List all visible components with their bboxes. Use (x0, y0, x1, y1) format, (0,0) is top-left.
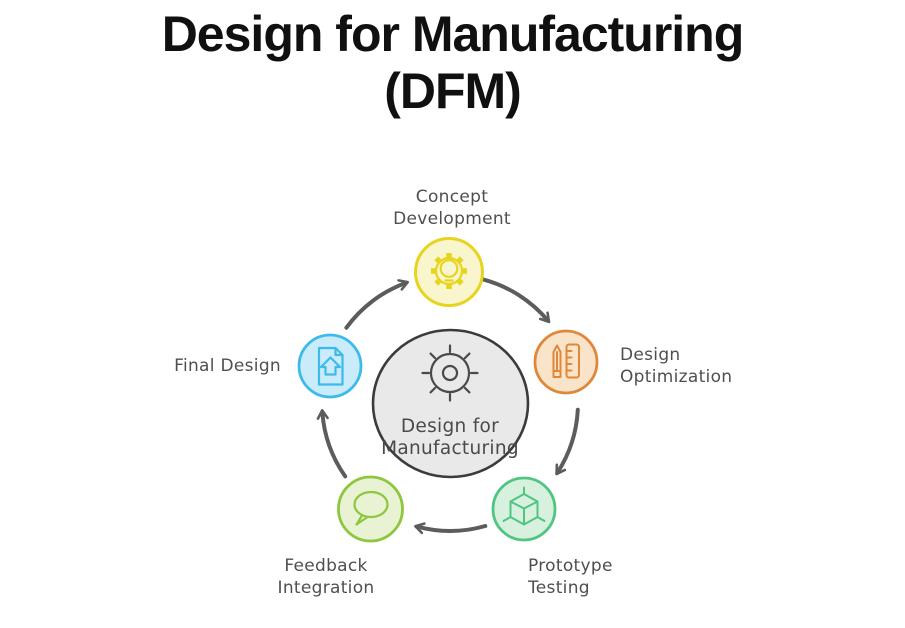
sun-gear-icon (421, 344, 479, 402)
feedback-integration-label: Feedback Integration (278, 556, 375, 599)
arrow-feedback-to-final-design (316, 409, 348, 479)
label-line: Optimization (620, 366, 733, 387)
concept-development-label: Concept Development (393, 187, 511, 230)
label-line: Design (620, 345, 681, 365)
design-optimization-label: Design Optimization (620, 345, 732, 388)
arrow-concept-to-optimization (481, 277, 551, 324)
arrow-final-design-to-concept (344, 279, 409, 330)
node-concept-development (414, 237, 484, 307)
label-line: Development (393, 208, 511, 229)
center-node-label: Design for Manufacturing (381, 416, 519, 460)
3d-cube-icon (502, 486, 546, 526)
label-line: Final Design (174, 356, 281, 376)
cycle-arrows (316, 277, 580, 535)
final-design-label: Final Design (174, 356, 281, 378)
label-line: Design for (400, 416, 500, 437)
center-node (371, 328, 530, 479)
speech-bubble-icon (353, 490, 389, 526)
gear-lightbulb-icon (431, 253, 467, 289)
final-design-circle (297, 333, 363, 399)
pencil-ruler-icon (552, 343, 580, 379)
feedback-integration-circle (337, 475, 404, 543)
node-prototype-testing (491, 476, 557, 542)
page-title-line1: Design for Manufacturing (161, 6, 745, 62)
center-circle (371, 328, 530, 479)
label-line: Feedback (284, 556, 368, 576)
label-line: Prototype (528, 556, 613, 576)
node-final-design (297, 333, 363, 399)
prototype-testing-label: Prototype Testing (528, 556, 613, 599)
label-line: Manufacturing (381, 438, 519, 459)
page-title-line2: (DFM) (384, 63, 522, 119)
arrow-prototype-to-feedback (414, 522, 488, 535)
node-feedback-integration (337, 475, 404, 543)
label-line: Testing (528, 577, 590, 598)
arrow-optimization-to-prototype (555, 407, 580, 476)
page-title: Design for Manufacturing (DFM) (0, 6, 905, 120)
document-home-icon (317, 346, 344, 386)
node-design-optimization (533, 329, 599, 395)
label-line: Integration (277, 577, 375, 598)
label-line: Concept (415, 187, 489, 207)
